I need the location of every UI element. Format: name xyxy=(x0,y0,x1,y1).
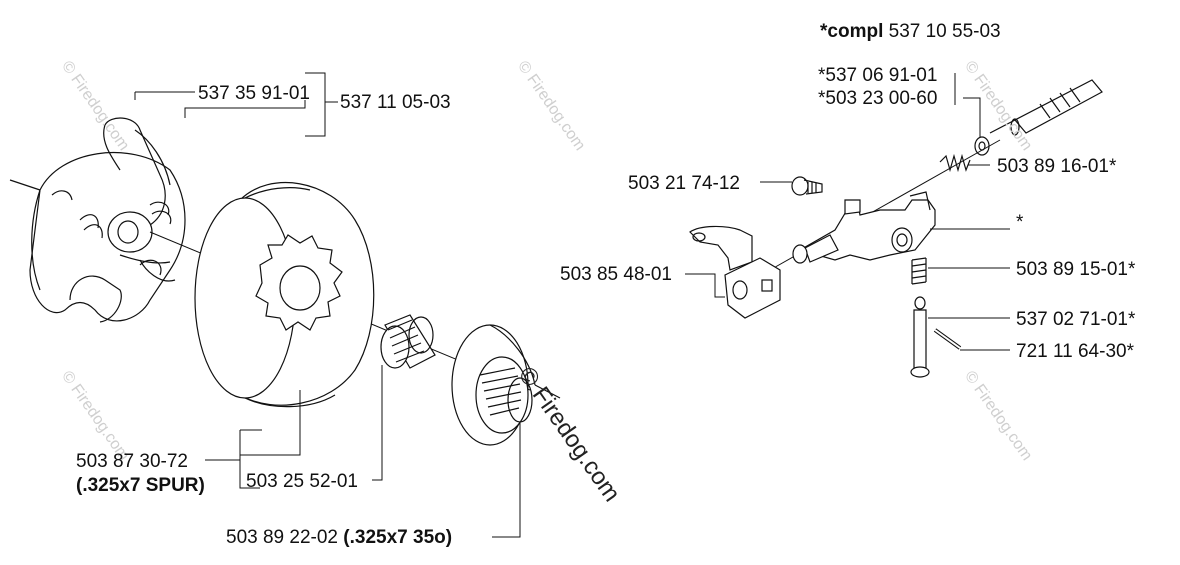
compl-number: 537 10 55-03 xyxy=(888,21,1001,42)
compl-prefix: *compl xyxy=(820,21,884,42)
rim-suffix: (.325x7 35o) xyxy=(343,527,453,548)
label-537-02-71-01: 537 02 71-01* xyxy=(1016,309,1136,330)
rim-sprocket xyxy=(451,324,561,446)
label-721-11-64-30: 721 11 64-30* xyxy=(1016,341,1134,362)
leader-lines xyxy=(134,72,1010,538)
label-star: * xyxy=(1016,212,1024,233)
label-spur: (.325x7 SPUR) xyxy=(76,475,205,496)
label-compl: *compl 537 10 55-03 xyxy=(820,22,1001,41)
label-503-89-16-01: 503 89 16-01* xyxy=(997,156,1117,177)
label-537-06-91-01: *537 06 91-01 xyxy=(818,65,938,86)
needle-bearing xyxy=(380,314,436,369)
label-503-89-15-01: 503 89 15-01* xyxy=(1016,259,1136,280)
label-537-35-91-01: 537 35 91-01 xyxy=(198,83,310,104)
label-503-85-48-01: 503 85 48-01 xyxy=(560,264,672,285)
label-503-87-30-72: 503 87 30-72 xyxy=(76,451,188,472)
clutch-drum xyxy=(194,181,375,408)
label-503-21-74-12: 503 21 74-12 xyxy=(628,173,740,194)
rim-number: 503 89 22-02 xyxy=(226,527,338,548)
adjuster-assembly xyxy=(689,79,1103,378)
clutch-shoe-assembly xyxy=(9,117,186,323)
label-537-11-05-03: 537 11 05-03 xyxy=(340,92,451,113)
label-503-23-00-60: *503 23 00-60 xyxy=(818,88,938,109)
label-503-25-52-01: 503 25 52-01 xyxy=(246,471,358,492)
label-503-89-22-02: 503 89 22-02 (.325x7 35o) xyxy=(226,528,452,547)
